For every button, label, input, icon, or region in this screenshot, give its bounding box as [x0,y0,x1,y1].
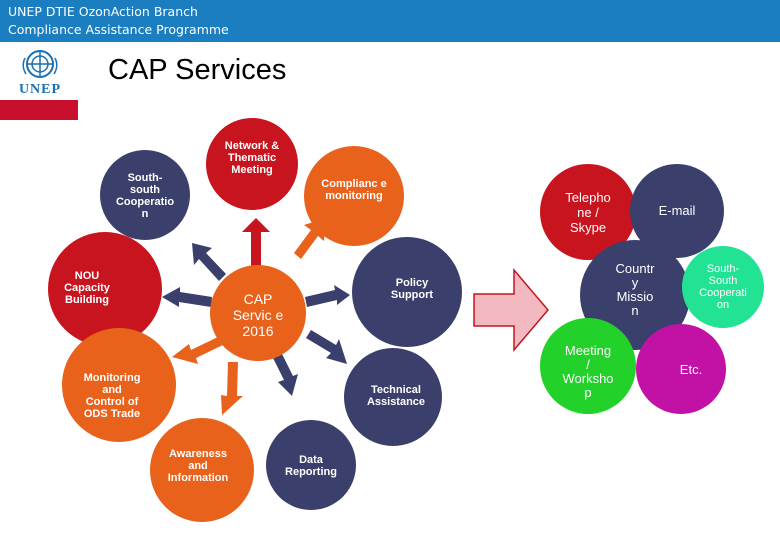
service-policy-support: Policy Support [352,237,462,347]
header-org-line: UNEP DTIE OzonAction Branch [8,4,198,19]
service-awareness-information: Awareness and Information [150,418,254,522]
arrow-down-navy [272,352,298,396]
unep-logo: UNEP [12,48,68,106]
service-technical-assistance: Technical Assistance [344,348,442,446]
un-emblem-icon [22,50,58,78]
service-compliance-monitoring: Complianc e monitoring [304,146,404,246]
service-data-reporting: Data Reporting [266,420,356,510]
logo-red-bar [0,100,78,120]
center-cap-service: CAP Servic e 2016 [210,265,306,361]
service-network-thematic-meeting: Network & Thematic Meeting [206,118,298,210]
service-south-south-cooperation: South-south Cooperatio n [100,150,190,240]
arrow-downright-navy [306,330,347,364]
arrow-upleft-navy [192,243,226,281]
header-programme-line: Compliance Assistance Programme [8,22,229,37]
mode-etc: Etc. [636,324,726,414]
service-nou-capacity-building: NOU Capacity Building [48,232,162,346]
arrow-right-navy [305,285,350,307]
arrow-down-orange [221,362,243,415]
mode-south-south-cooperation: South-South Cooperati on [682,246,764,328]
mode-meeting-workshop: Meeting / Worksho p [540,318,636,414]
page-title: CAP Services [108,54,287,86]
logo-text: UNEP [18,82,62,97]
service-monitoring-control-ods-trade: Monitoring and Control of ODS Trade [62,328,176,442]
arrow-left-navy [162,287,212,307]
arrow-up-red [242,218,270,268]
arrow-downleft-orange [172,335,227,364]
big-right-arrow [473,267,549,353]
header-bar: UNEP DTIE OzonAction Branch Compliance A… [0,0,780,42]
